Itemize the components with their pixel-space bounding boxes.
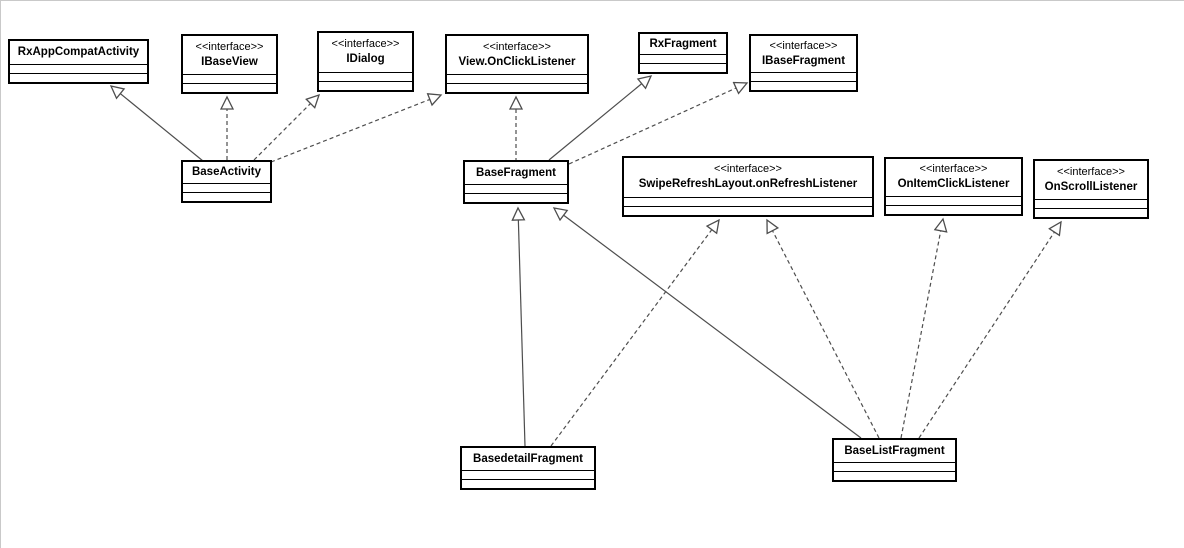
methods-compartment	[10, 73, 147, 82]
class-box-rxappcompatactivity[interactable]: RxAppCompatActivity	[8, 39, 149, 84]
class-title: RxAppCompatActivity	[10, 41, 147, 64]
class-title: <<interface>> OnItemClickListener	[886, 159, 1021, 196]
methods-compartment	[183, 192, 270, 201]
stereotype-label: <<interface>>	[1057, 165, 1125, 178]
attributes-compartment	[183, 183, 270, 192]
attributes-compartment	[183, 74, 276, 83]
generalization-edge-baselistfragment-to-basefragment	[554, 208, 862, 439]
realization-edge-baseactivity-to-view-onclicklistener	[270, 95, 441, 163]
methods-compartment	[465, 193, 567, 202]
generalization-edge-basedetailfragment-to-basefragment	[518, 208, 526, 447]
methods-compartment	[640, 63, 726, 72]
class-box-basedetailfragment[interactable]: BasedetailFragment	[460, 446, 596, 490]
class-box-baseactivity[interactable]: BaseActivity	[181, 160, 272, 203]
attributes-compartment	[751, 72, 856, 81]
class-box-baselistfragment[interactable]: BaseListFragment	[832, 438, 957, 482]
realization-edge-baselistfragment-to-swiperefreshlayout-onrefreshlistener	[767, 220, 880, 439]
attributes-compartment	[624, 197, 872, 206]
methods-compartment	[183, 83, 276, 92]
class-name: IBaseView	[201, 55, 258, 68]
class-title: <<interface>> IDialog	[319, 33, 412, 72]
class-name: BaseFragment	[476, 166, 556, 179]
class-name: RxAppCompatActivity	[17, 46, 140, 59]
methods-compartment	[751, 81, 856, 90]
methods-compartment	[834, 471, 955, 480]
class-name: RxFragment	[649, 37, 717, 50]
interface-box-view-onclicklistener[interactable]: <<interface>> View.OnClickListener	[445, 34, 589, 94]
attributes-compartment	[1035, 199, 1147, 208]
stereotype-label: <<interface>>	[919, 163, 988, 176]
class-name: BaseListFragment	[844, 444, 945, 457]
attributes-compartment	[640, 54, 726, 63]
attributes-compartment	[447, 74, 587, 83]
methods-compartment	[886, 205, 1021, 214]
stereotype-label: <<interface>>	[195, 40, 264, 53]
attributes-compartment	[834, 462, 955, 471]
class-name: BaseActivity	[191, 166, 262, 179]
realization-edge-baselistfragment-to-onitemclicklistener	[900, 219, 943, 439]
interface-box-onitemclicklistener[interactable]: <<interface>> OnItemClickListener	[884, 157, 1023, 216]
class-title: <<interface>> View.OnClickListener	[447, 36, 587, 74]
methods-compartment	[624, 206, 872, 215]
class-title: BaseListFragment	[834, 440, 955, 462]
class-name: IBaseFragment	[761, 54, 846, 67]
realization-edge-baselistfragment-to-onscrolllistener	[918, 222, 1061, 439]
interface-box-ibaseview[interactable]: <<interface>> IBaseView	[181, 34, 278, 94]
class-box-basefragment[interactable]: BaseFragment	[463, 160, 569, 204]
class-name: SwipeRefreshLayout.onRefreshListener	[638, 178, 858, 191]
attributes-compartment	[465, 184, 567, 193]
class-title: BaseActivity	[183, 162, 270, 183]
generalization-edge-baseactivity-to-rxappcompatactivity	[111, 86, 204, 162]
class-name: IDialog	[346, 53, 385, 66]
realization-edge-basefragment-to-ibasefragment	[568, 83, 747, 165]
interface-box-ibasefragment[interactable]: <<interface>> IBaseFragment	[749, 34, 858, 92]
methods-compartment	[447, 83, 587, 92]
realization-edge-basedetailfragment-to-swiperefreshlayout-onrefreshlistener	[550, 220, 719, 447]
methods-compartment	[462, 479, 594, 488]
attributes-compartment	[462, 470, 594, 479]
methods-compartment	[1035, 208, 1147, 217]
class-name: OnItemClickListener	[897, 178, 1010, 191]
class-title: <<interface>> SwipeRefreshLayout.onRefre…	[624, 158, 872, 197]
class-title: RxFragment	[640, 34, 726, 54]
attributes-compartment	[10, 64, 147, 73]
class-box-rxfragment[interactable]: RxFragment	[638, 32, 728, 74]
class-title: <<interface>> OnScrollListener	[1035, 161, 1147, 199]
interface-box-swiperefreshlayout-onrefreshlistener[interactable]: <<interface>> SwipeRefreshLayout.onRefre…	[622, 156, 874, 217]
class-name: BasedetailFragment	[473, 452, 583, 465]
class-name: View.OnClickListener	[458, 55, 576, 68]
stereotype-label: <<interface>>	[714, 163, 782, 176]
class-title: BaseFragment	[465, 162, 567, 184]
class-title: BasedetailFragment	[462, 448, 594, 470]
attributes-compartment	[886, 196, 1021, 205]
stereotype-label: <<interface>>	[769, 39, 838, 52]
methods-compartment	[319, 81, 412, 90]
interface-box-idialog[interactable]: <<interface>> IDialog	[317, 31, 414, 92]
stereotype-label: <<interface>>	[331, 38, 400, 51]
interface-box-onscrolllistener[interactable]: <<interface>> OnScrollListener	[1033, 159, 1149, 219]
stereotype-label: <<interface>>	[483, 40, 551, 53]
class-name: OnScrollListener	[1044, 180, 1138, 193]
class-title: <<interface>> IBaseView	[183, 36, 276, 74]
generalization-edge-basefragment-to-rxfragment	[548, 76, 651, 161]
class-title: <<interface>> IBaseFragment	[751, 36, 856, 72]
attributes-compartment	[319, 72, 412, 81]
realization-edge-baseactivity-to-idialog	[253, 95, 319, 161]
